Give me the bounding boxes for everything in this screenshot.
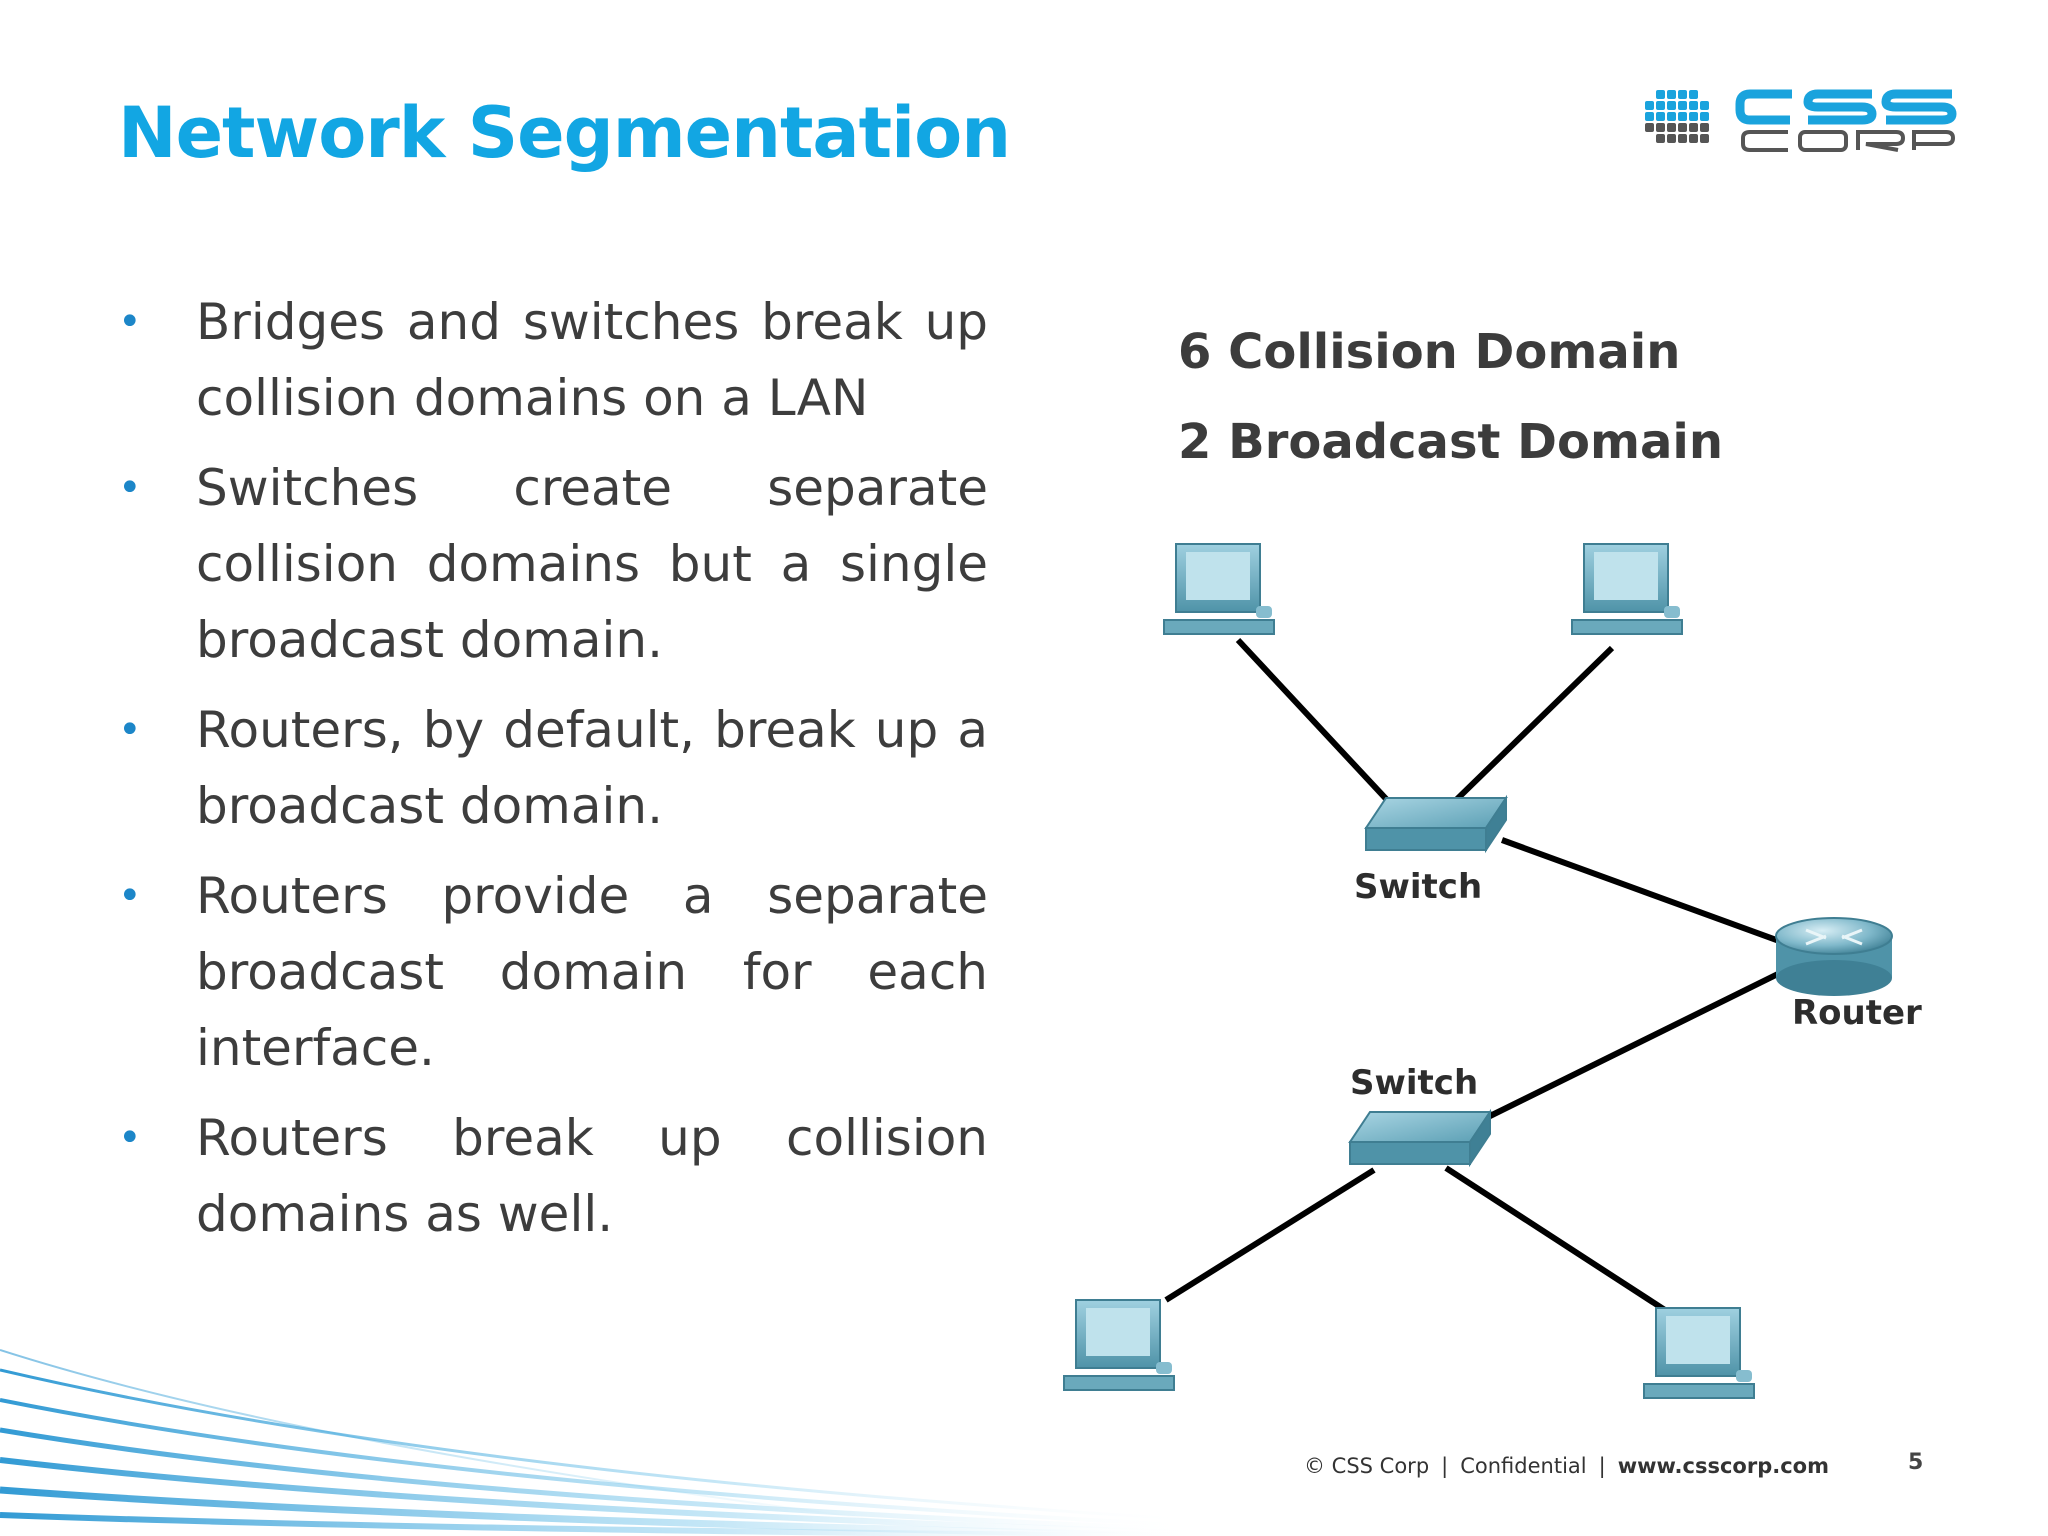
bullet-dot-icon: • bbox=[118, 1115, 142, 1161]
link-switch2-pc3 bbox=[1164, 1167, 1376, 1303]
pc-icon bbox=[1571, 543, 1683, 635]
switch-icon bbox=[1364, 794, 1508, 854]
switch-top-label: Switch bbox=[1354, 867, 1482, 907]
bullet-item: • Routers break up collision domains as w… bbox=[118, 1100, 988, 1252]
csscorp-logo bbox=[1645, 89, 1957, 152]
pc-icon bbox=[1643, 1307, 1755, 1399]
footer: © CSS Corp | Confidential | www.csscorp.com bbox=[1304, 1454, 1829, 1478]
router-icon bbox=[1775, 917, 1893, 996]
bullet-dot-icon: • bbox=[118, 707, 142, 753]
broadcast-domain-label: 2 Broadcast Domain bbox=[1178, 414, 1724, 470]
page-number: 5 bbox=[1908, 1450, 1924, 1475]
decorative-waves bbox=[0, 1349, 1200, 1536]
bullet-item: • Routers, by default, break up a broadca… bbox=[118, 692, 988, 844]
footer-separator: | bbox=[1441, 1454, 1449, 1478]
link-router-switch2 bbox=[1484, 967, 1788, 1121]
pc-icon bbox=[1163, 543, 1275, 635]
bullet-item: • Routers provide a separate broadcast do… bbox=[118, 858, 988, 1086]
link-switch2-pc4 bbox=[1444, 1165, 1670, 1315]
footer-separator: | bbox=[1598, 1454, 1606, 1478]
footer-confidential: Confidential bbox=[1460, 1454, 1587, 1478]
logo-css-letters bbox=[1735, 89, 1957, 125]
bullet-dot-icon: • bbox=[118, 299, 142, 345]
bullet-text: Switches create separate collision domai… bbox=[196, 459, 988, 669]
bullet-list: • Bridges and switches break up collision… bbox=[118, 284, 988, 1266]
footer-copyright: © CSS Corp bbox=[1304, 1454, 1430, 1478]
bullet-dot-icon: • bbox=[118, 873, 142, 919]
link-pc1-switch1 bbox=[1235, 637, 1405, 819]
bullet-text: Routers provide a separate broadcast dom… bbox=[196, 867, 988, 1077]
logo-grid-icon bbox=[1645, 90, 1709, 143]
bullet-text: Bridges and switches break up collision … bbox=[196, 293, 988, 427]
switch-bottom-label: Switch bbox=[1350, 1063, 1478, 1103]
bullet-item: • Switches create separate collision doma… bbox=[118, 450, 988, 678]
bullet-text: Routers break up collision domains as we… bbox=[196, 1109, 988, 1243]
bullet-dot-icon: • bbox=[118, 465, 142, 511]
footer-url: www.csscorp.com bbox=[1617, 1454, 1829, 1478]
logo-corp-letters bbox=[1741, 130, 1956, 152]
bullet-item: • Bridges and switches break up collision… bbox=[118, 284, 988, 436]
page-title: Network Segmentation bbox=[118, 92, 1011, 174]
bullet-text: Routers, by default, break up a broadcas… bbox=[196, 701, 988, 835]
router-label: Router bbox=[1792, 993, 1922, 1033]
switch-icon bbox=[1348, 1108, 1492, 1168]
collision-domain-label: 6 Collision Domain bbox=[1178, 324, 1681, 380]
link-switch1-router bbox=[1500, 837, 1784, 945]
link-pc2-switch1 bbox=[1449, 645, 1615, 807]
